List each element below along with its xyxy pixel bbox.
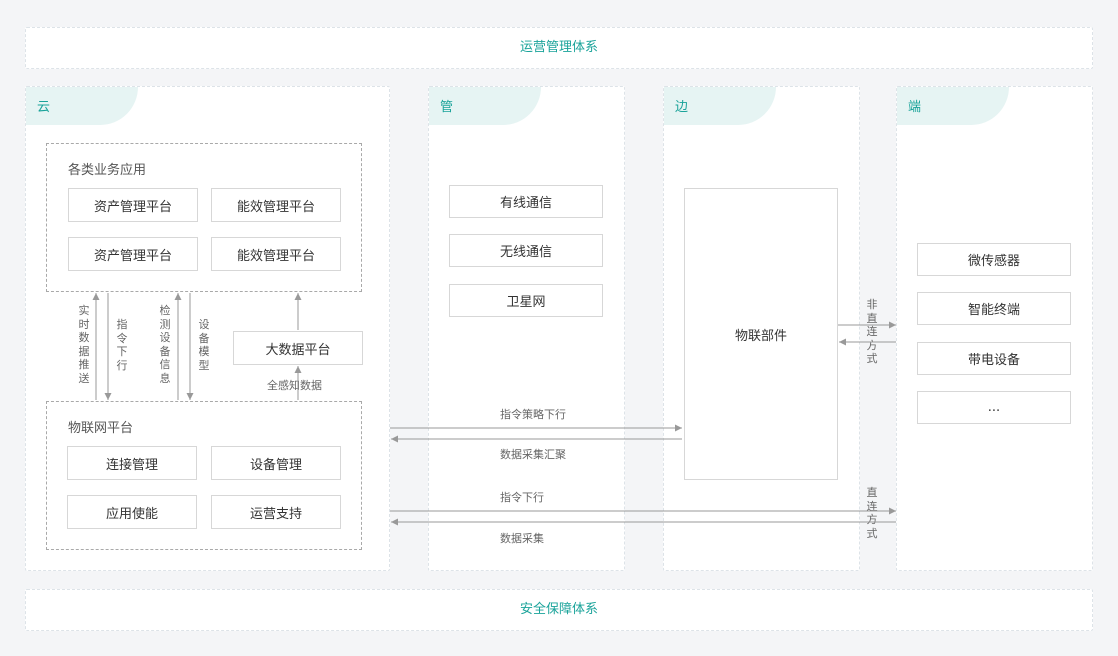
full-perception-data-label: 全感知数据 <box>267 379 322 392</box>
smart-terminal-box: 智能终端 <box>917 292 1071 325</box>
end-column: 端 <box>896 86 1093 571</box>
live-equipment-box: 带电设备 <box>917 342 1071 375</box>
cloud-tab-label: 云 <box>37 100 51 115</box>
more-devices-box: ... <box>917 391 1071 424</box>
detect-device-info-label: 检测设备信息 <box>159 304 171 385</box>
wired-comm-box: 有线通信 <box>449 185 603 218</box>
iot-item-box: 连接管理 <box>67 446 197 480</box>
app-box: 资产管理平台 <box>68 237 198 271</box>
pipe-column: 管 <box>428 86 625 571</box>
command-down-label: 指令下行 <box>116 318 128 372</box>
iot-item-box: 设备管理 <box>211 446 341 480</box>
iot-component-box: 物联部件 <box>684 188 838 480</box>
security-assurance-band: 安全保障体系 <box>25 589 1093 631</box>
end-tab-label: 端 <box>908 100 922 115</box>
app-box: 能效管理平台 <box>211 188 341 222</box>
edge-tab-label: 边 <box>675 100 689 115</box>
app-box: 能效管理平台 <box>211 237 341 271</box>
cloud-tab: 云 <box>26 87 138 125</box>
pipe-tab-label: 管 <box>440 100 454 115</box>
iot-item-box: 运营支持 <box>211 495 341 529</box>
iot-item-box: 应用使能 <box>67 495 197 529</box>
direct-mode-label: 直连方式 <box>866 486 878 540</box>
business-apps-title: 各类业务应用 <box>68 163 147 178</box>
micro-sensor-box: 微传感器 <box>917 243 1071 276</box>
end-tab: 端 <box>897 87 1009 125</box>
command-strategy-down-label: 指令策略下行 <box>500 408 566 421</box>
app-box: 资产管理平台 <box>68 188 198 222</box>
pipe-tab: 管 <box>429 87 541 125</box>
iot-platform-group: 物联网平台 <box>46 401 362 550</box>
satellite-net-box: 卫星网 <box>449 284 603 317</box>
realtime-push-label: 实时数据推送 <box>78 304 90 385</box>
device-model-label: 设备模型 <box>198 318 210 372</box>
indirect-mode-label: 非直连方式 <box>866 298 878 366</box>
operations-management-band: 运营管理体系 <box>25 27 1093 69</box>
data-collect-aggregate-label: 数据采集汇聚 <box>500 448 566 461</box>
operations-management-label: 运营管理体系 <box>519 40 598 55</box>
command-down-lower-label: 指令下行 <box>500 491 544 504</box>
edge-tab: 边 <box>664 87 776 125</box>
data-collect-label: 数据采集 <box>500 532 544 545</box>
security-assurance-label: 安全保障体系 <box>519 602 598 617</box>
cloud-column: 云 <box>25 86 390 571</box>
business-apps-group: 各类业务应用 <box>46 143 362 292</box>
wireless-comm-box: 无线通信 <box>449 234 603 267</box>
iot-platform-title: 物联网平台 <box>68 421 134 436</box>
bigdata-platform-box: 大数据平台 <box>233 331 363 365</box>
